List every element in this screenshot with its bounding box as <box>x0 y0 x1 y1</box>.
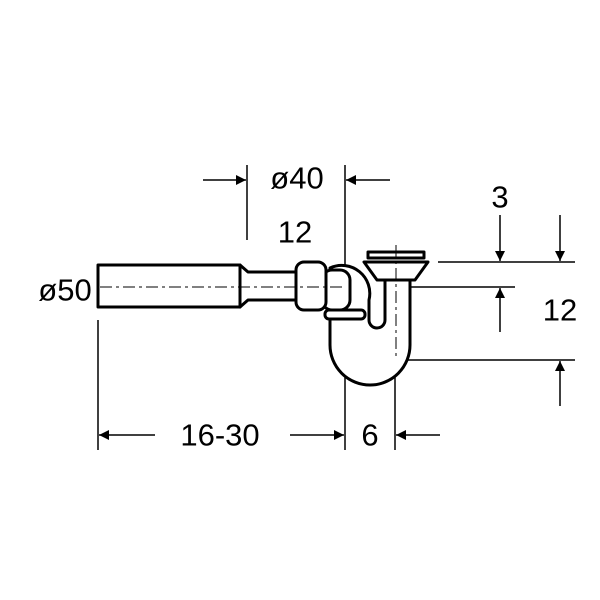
outlet-diameter-label: ø50 <box>38 272 92 308</box>
extension-lines <box>97 165 575 450</box>
length-range-label: 16-30 <box>180 417 260 453</box>
inlet-diameter-label: ø40 <box>270 160 324 196</box>
trap-height-label: 12 <box>542 292 578 328</box>
center-lines <box>100 245 397 360</box>
dimension-arrows <box>99 175 565 440</box>
trap-offset-label: 6 <box>361 417 379 453</box>
inlet-offset-label: 12 <box>277 214 313 250</box>
siphon-body <box>96 250 430 387</box>
top-gap-label: 3 <box>491 179 509 215</box>
